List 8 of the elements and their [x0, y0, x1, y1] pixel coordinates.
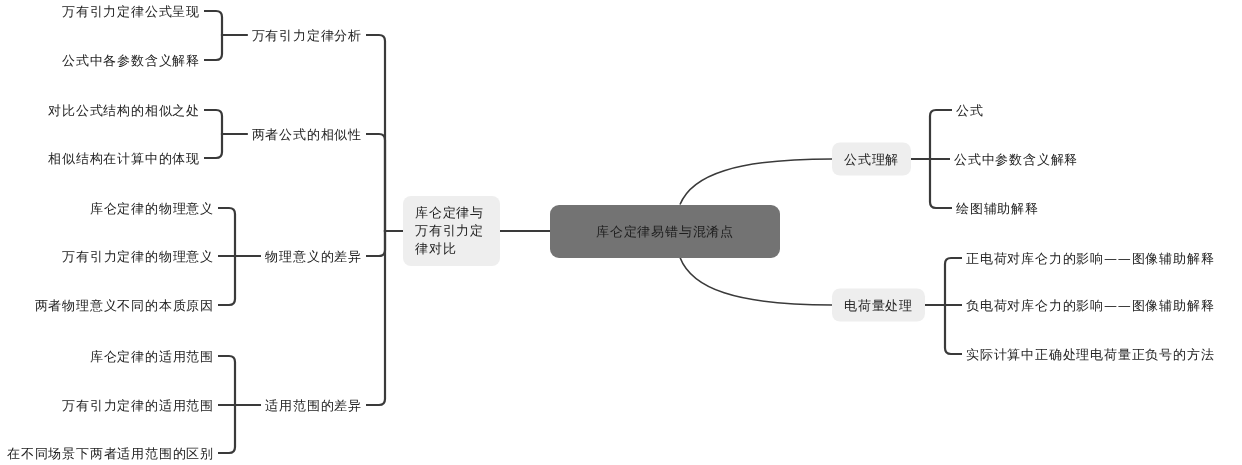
main-topic-box: 公式理解 [832, 142, 912, 176]
connector-line [679, 256, 833, 306]
central-topic-box: 库仑定律易错与混淆点 [550, 204, 780, 258]
main-topic-box: 库仑定律与万有引力定律对比 [403, 196, 500, 266]
main-topic-box: 电荷量处理 [832, 288, 925, 322]
connector-line [500, 229, 550, 233]
connector-line [679, 158, 833, 206]
connector-line [911, 157, 952, 210]
